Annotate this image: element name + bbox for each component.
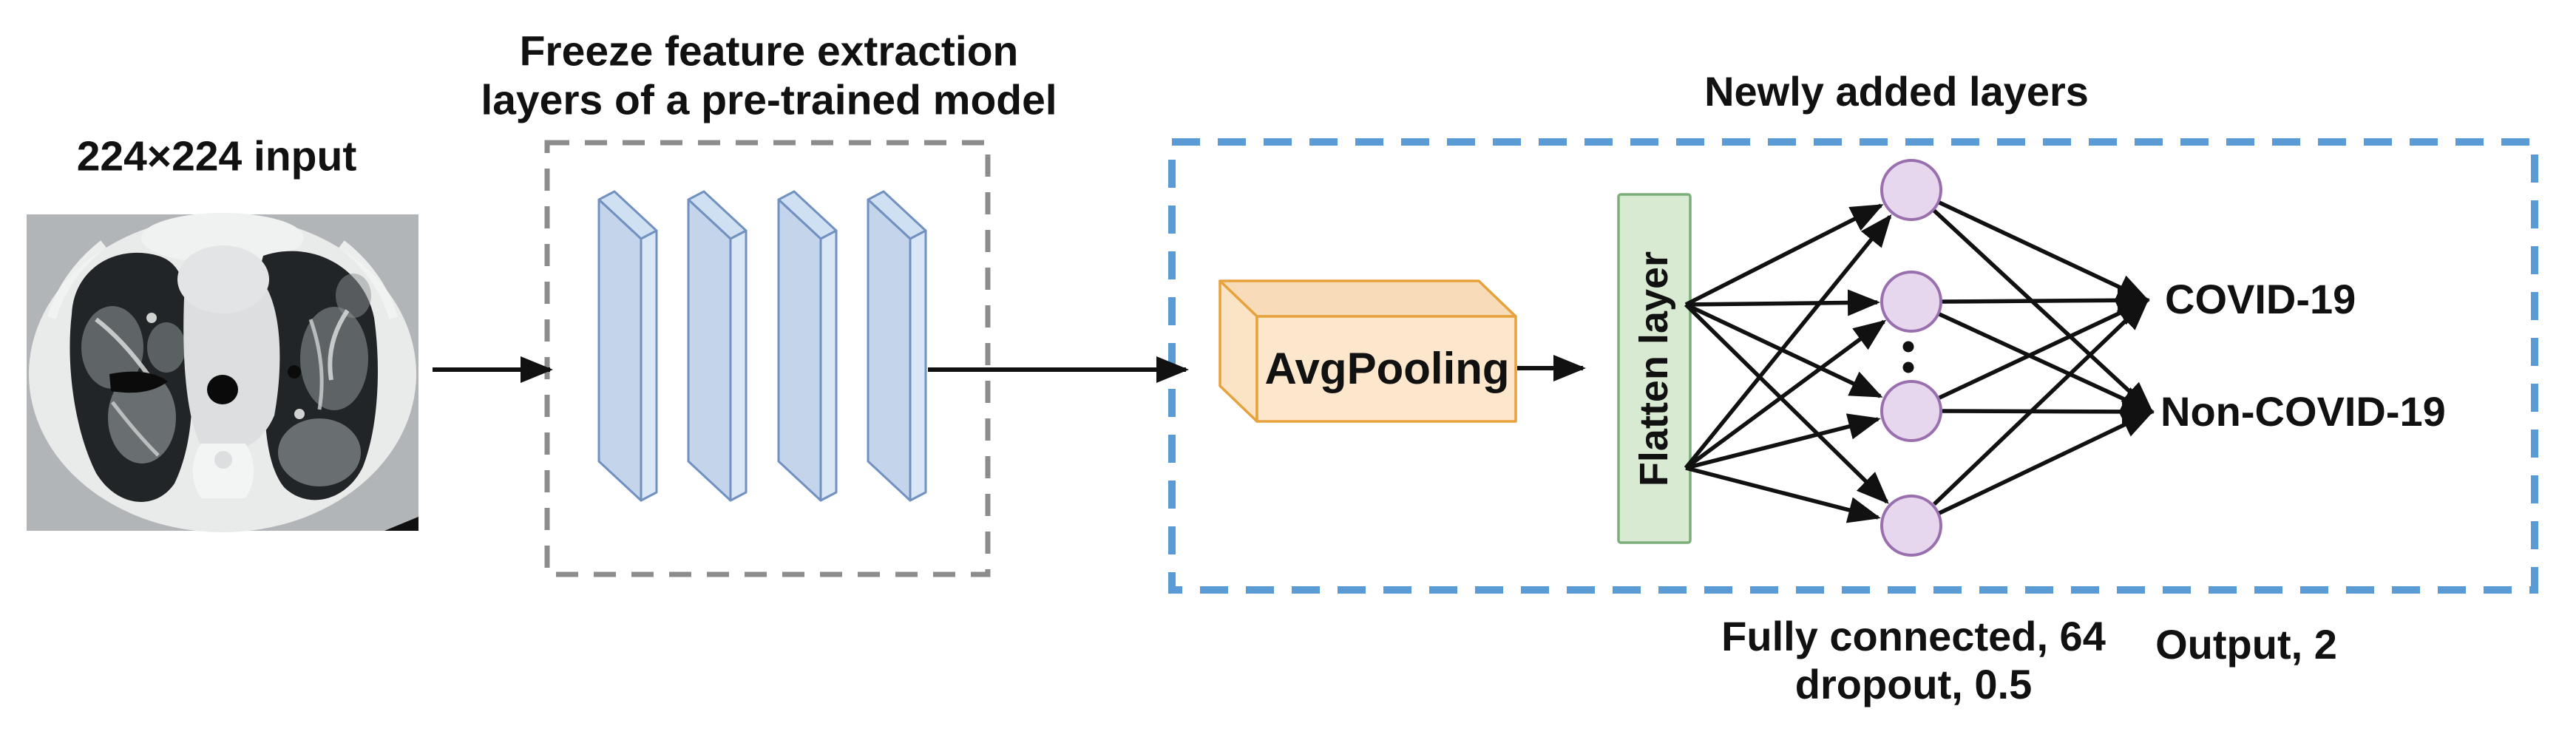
- output-note-label: Output, 2: [2155, 621, 2337, 668]
- output-class-covid-label: COVID-19: [2165, 276, 2356, 322]
- hidden-node: [1880, 495, 1942, 557]
- newly-added-layers-title: Newly added layers: [1704, 68, 2089, 115]
- avgpooling-box: [1218, 279, 1517, 423]
- frozen-conv-layers: [597, 190, 927, 502]
- freeze-title-line2: layers of a pre-trained model: [481, 76, 1057, 124]
- nodes-ellipsis-dots: [1902, 341, 1914, 373]
- flow-arrows: [433, 355, 1586, 383]
- flatten-layer-bar: [1617, 193, 1692, 544]
- input-size-label: 224×224 input: [76, 132, 357, 180]
- hidden-layer-nodes: [1880, 159, 1942, 557]
- hidden-node: [1880, 380, 1942, 442]
- avgpooling-label: AvgPooling: [1264, 344, 1510, 393]
- freeze-title-line1: Freeze feature extraction: [519, 27, 1019, 75]
- fully-connected-note-line2: dropout, 0.5: [1794, 661, 2033, 707]
- fully-connected-note-line1: Fully connected, 64: [1721, 613, 2106, 659]
- output-class-noncovid-label: Non-COVID-19: [2160, 388, 2446, 435]
- flatten-to-nodes-connections: [1684, 203, 1892, 523]
- conv-layer-slab: [867, 190, 927, 502]
- hidden-node: [1880, 271, 1942, 333]
- conv-layer-slab: [777, 190, 838, 502]
- flatten-layer-label: Flatten layer: [1632, 251, 1676, 487]
- nodes-to-outputs-connections: [1933, 200, 2155, 515]
- hidden-node: [1880, 159, 1942, 221]
- conv-layer-slab: [597, 190, 658, 502]
- conv-layer-slab: [687, 190, 748, 502]
- ct-scan-image: [27, 213, 418, 532]
